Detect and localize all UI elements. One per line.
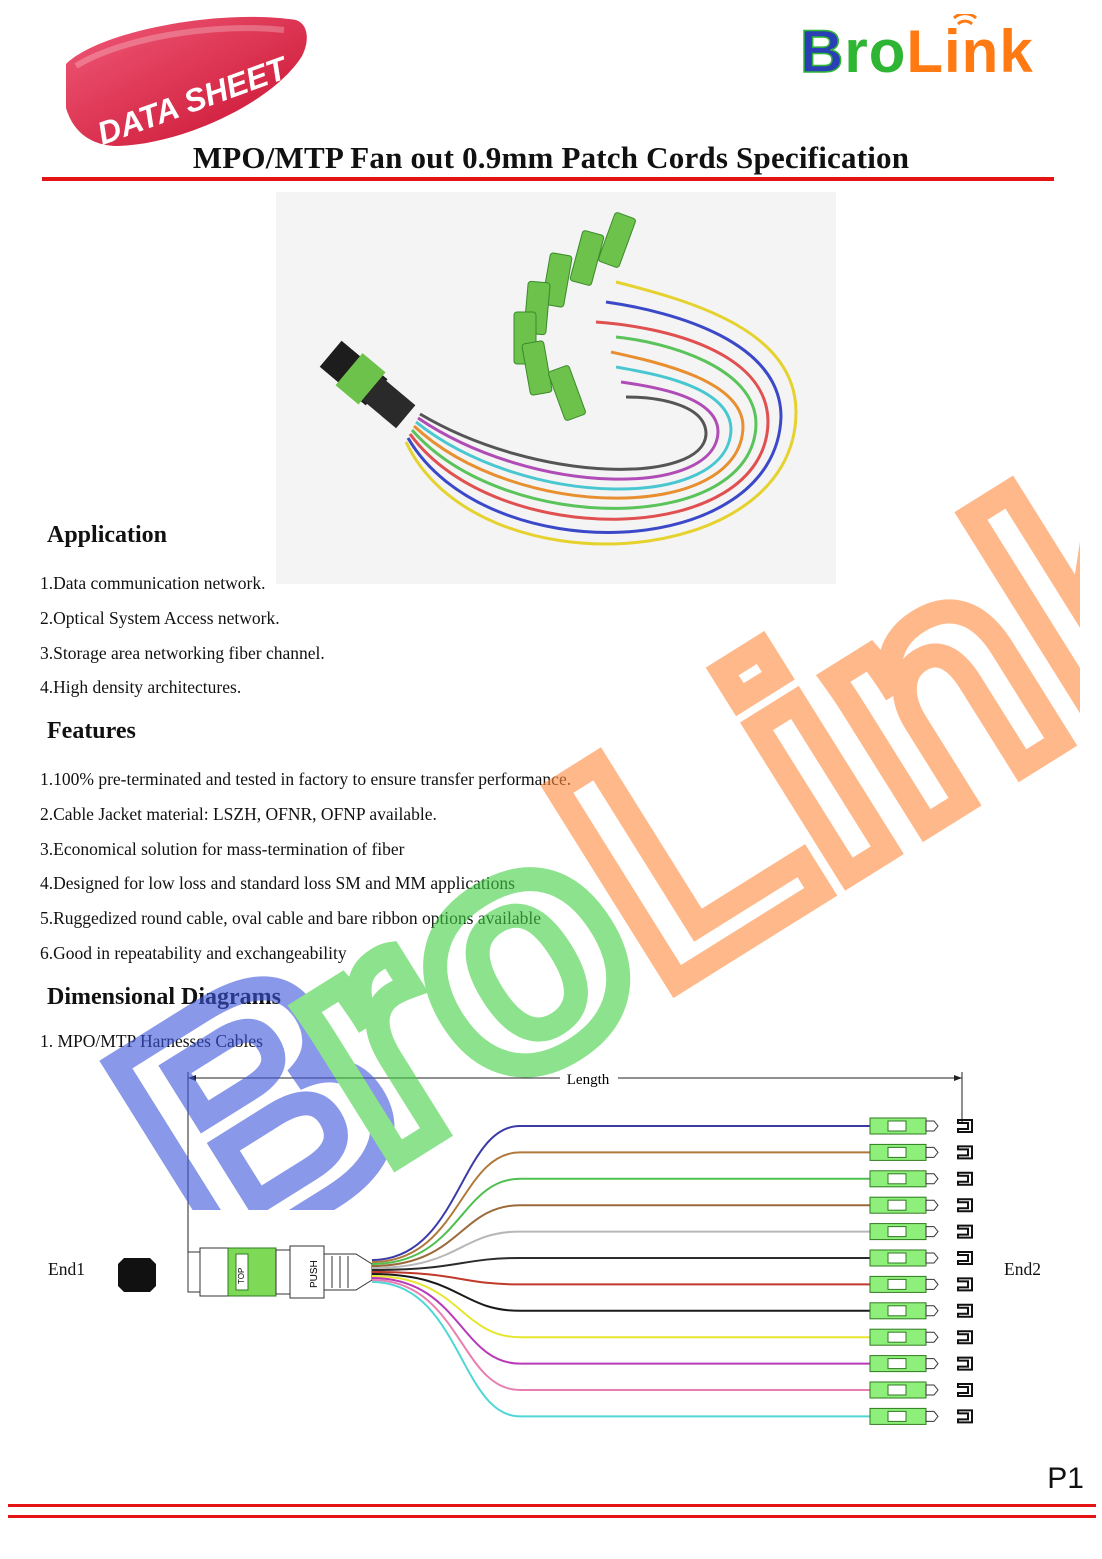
list-item: 6.Good in repeatability and exchangeabil… xyxy=(40,942,347,963)
sc-connector xyxy=(869,1275,973,1293)
fiber xyxy=(371,1230,870,1269)
sc-connector xyxy=(869,1328,973,1346)
sc-connector xyxy=(869,1117,973,1135)
harness-diagram: Length TOP PUSH xyxy=(118,1068,973,1425)
features-list: 1.100% pre-terminated and tested in fact… xyxy=(40,762,571,971)
list-item: 2.Optical System Access network. xyxy=(40,607,280,628)
sc-connector xyxy=(869,1249,973,1267)
fiber xyxy=(371,1271,870,1286)
page-number: P1 xyxy=(1047,1462,1084,1495)
list-item: 3.Storage area networking fiber channel. xyxy=(40,642,325,663)
end1-label: End1 xyxy=(48,1259,85,1279)
sc-connector xyxy=(869,1223,973,1241)
sc-connector-group xyxy=(869,1117,973,1425)
list-item: 1.Data communication network. xyxy=(40,573,266,593)
fiber xyxy=(371,1151,870,1263)
fiber xyxy=(371,1273,870,1312)
footer-divider xyxy=(8,1515,1096,1518)
dimensional-heading: Dimensional Diagrams xyxy=(47,984,281,1010)
application-list: 1.Data communication network. 2.Optical … xyxy=(40,566,325,705)
footer-divider xyxy=(8,1504,1096,1507)
length-label: Length xyxy=(567,1072,610,1088)
sc-connector xyxy=(869,1302,973,1320)
end2-label: End2 xyxy=(1004,1259,1041,1279)
fiber xyxy=(371,1277,870,1365)
fiber xyxy=(371,1275,870,1339)
product-photo xyxy=(276,192,836,584)
connector-push-label: PUSH xyxy=(309,1260,320,1288)
list-item: 2.Cable Jacket material: LSZH, OFNR, OFN… xyxy=(40,803,437,824)
fiber xyxy=(371,1204,870,1267)
sc-connector xyxy=(869,1355,973,1373)
fiber xyxy=(371,1279,870,1391)
sc-connector xyxy=(869,1143,973,1161)
features-heading: Features xyxy=(47,718,136,744)
sc-connector xyxy=(869,1170,973,1188)
connector-key-label: TOP xyxy=(237,1268,246,1284)
title-divider xyxy=(42,177,1054,181)
list-item: 1.100% pre-terminated and tested in fact… xyxy=(40,769,572,789)
fiber xyxy=(371,1257,870,1271)
sc-connector xyxy=(869,1196,973,1214)
svg-text:BroLink: BroLink xyxy=(800,18,1034,84)
sc-connector xyxy=(869,1381,973,1399)
fiber xyxy=(371,1281,870,1418)
list-item: 4.High density architectures. xyxy=(40,677,242,698)
page-title: MPO/MTP Fan out 0.9mm Patch Cords Specif… xyxy=(192,140,910,175)
data-sheet-badge: DATA SHEET xyxy=(66,16,307,152)
list-item: 4.Designed for low loss and standard los… xyxy=(40,873,515,894)
brolink-logo: BroLink xyxy=(800,14,1034,84)
fiber xyxy=(371,1177,870,1265)
list-item: 3.Economical solution for mass-terminati… xyxy=(40,838,405,859)
fiber xyxy=(371,1125,870,1261)
sc-connector xyxy=(869,1407,973,1425)
application-heading: Application xyxy=(47,522,168,548)
dimensional-subheading: 1. MPO/MTP Harnesses Cables xyxy=(40,1031,263,1051)
fiber-group xyxy=(371,1125,870,1418)
list-item: 5.Ruggedized round cable, oval cable and… xyxy=(40,908,542,929)
